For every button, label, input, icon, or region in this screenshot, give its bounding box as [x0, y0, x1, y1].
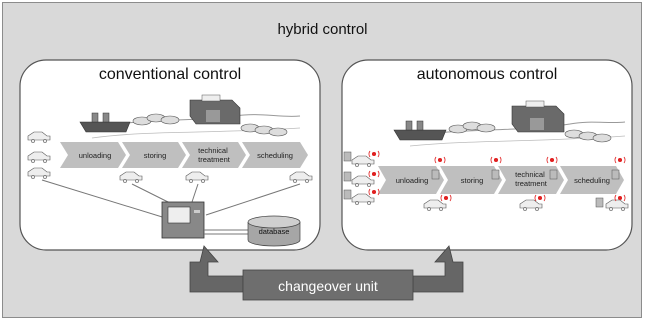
process-step-storing [122, 142, 186, 168]
step-label-technical-treatment: technical treatment [515, 170, 548, 188]
step-label-unloading: unloading [79, 151, 112, 160]
car-icon [27, 131, 51, 179]
conventional-control-title: conventional control [98, 66, 242, 83]
database-label: database [259, 227, 290, 236]
step-label-scheduling: scheduling [574, 176, 610, 185]
warehouse-icon [189, 94, 241, 125]
database-icon [247, 215, 301, 247]
process-step-unloading [60, 142, 126, 168]
process-step-technical-treatment [182, 142, 246, 168]
ship-icon [79, 112, 131, 133]
changeover-arrow-right [412, 245, 464, 293]
terminal-icon [343, 151, 620, 208]
warehouse-icon [511, 100, 565, 133]
step-label-line: technical [515, 170, 545, 179]
hybrid-control-title: hybrid control [277, 21, 368, 38]
step-label-technical-treatment: technical treatment [198, 146, 231, 164]
changeover-unit-label[interactable]: changeover unit [278, 278, 378, 294]
car-icon [351, 155, 629, 211]
computer-icon [161, 201, 205, 239]
process-step-storing [440, 166, 502, 194]
signal-icon [368, 150, 626, 202]
step-label-scheduling: scheduling [257, 151, 293, 160]
step-label-storing: storing [144, 151, 167, 160]
database-link [204, 229, 248, 235]
ship-icon [393, 120, 447, 141]
changeover-unit-box[interactable] [242, 269, 414, 301]
step-label-line: technical [198, 146, 228, 155]
process-step-unloading [378, 166, 444, 194]
autonomous-control-title: autonomous control [416, 66, 558, 83]
car-cluster-icon [132, 113, 180, 126]
car-cluster-icon [448, 121, 496, 134]
process-step-scheduling [242, 142, 308, 168]
car-cluster-icon [564, 129, 612, 143]
autonomous-panel [341, 59, 633, 251]
step-label-unloading: unloading [396, 176, 429, 185]
step-label-line: treatment [515, 179, 548, 188]
car-icon [119, 171, 313, 183]
changeover-arrow-left [189, 245, 244, 293]
process-step-scheduling [560, 166, 624, 194]
autonomous-scene: unloading storing technical treatment sc… [343, 100, 629, 211]
conventional-scene: unloading storing technical treatment sc… [27, 94, 313, 247]
process-step-technical-treatment [498, 166, 564, 194]
car-cluster-icon [240, 123, 288, 137]
step-label-storing: storing [461, 176, 484, 185]
step-label-line: treatment [198, 155, 231, 164]
